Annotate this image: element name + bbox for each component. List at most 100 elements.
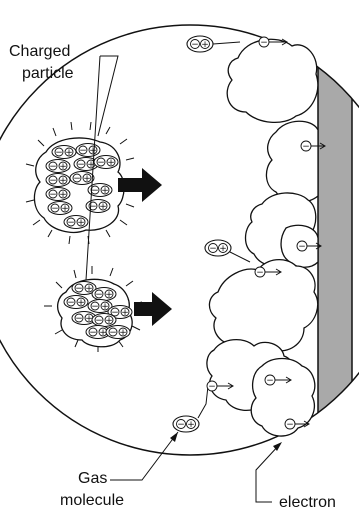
electron: − xyxy=(265,375,275,386)
gas-molecule-label-line1: Gas xyxy=(78,470,107,487)
ion-pair: −+ xyxy=(52,146,76,159)
electron-charge-glyph: − xyxy=(177,420,185,430)
electron-charge: − xyxy=(49,176,57,186)
electron-charge-glyph: − xyxy=(95,316,103,326)
ion-pair: −+ xyxy=(76,144,100,157)
electron-charge-glyph: − xyxy=(97,158,105,168)
ion-charge: + xyxy=(101,186,109,196)
ion-charge: + xyxy=(77,298,85,308)
ion-charge-glyph: + xyxy=(85,284,93,294)
electron-glyph: − xyxy=(302,142,310,152)
electron-charge: − xyxy=(75,314,83,324)
ion-charge-glyph: + xyxy=(219,244,227,254)
ionization-link xyxy=(230,252,250,262)
electron-glyph: − xyxy=(260,38,268,48)
electron-charge: − xyxy=(49,190,57,200)
ion-charge: + xyxy=(61,204,69,214)
ion-charge: + xyxy=(83,174,91,184)
ion-charge-glyph: + xyxy=(101,302,109,312)
ion-pair: −+ xyxy=(92,288,116,301)
deposit-blob xyxy=(266,121,318,202)
electron-charge: − xyxy=(55,148,63,158)
deposit-blob xyxy=(227,39,318,122)
gas-molecule-pointer xyxy=(110,432,178,480)
electron-charge-glyph: − xyxy=(49,190,57,200)
ion-pair: −+ xyxy=(46,174,70,187)
electron-charge: − xyxy=(109,328,117,338)
electron-glyph: − xyxy=(298,242,306,252)
ion-charge: + xyxy=(65,148,73,158)
ionization-link xyxy=(213,42,240,44)
electron-charge: − xyxy=(89,328,97,338)
ion-pair: −+ xyxy=(106,326,130,339)
ion-charge: + xyxy=(89,146,97,156)
ion-charge-glyph: + xyxy=(101,186,109,196)
electron-charge-glyph: − xyxy=(73,174,81,184)
electron-charge-glyph: − xyxy=(91,302,99,312)
ion-charge: + xyxy=(119,328,127,338)
ion-pair: −+ xyxy=(94,156,118,169)
electron-charge-glyph: − xyxy=(95,290,103,300)
electron-glyph: − xyxy=(256,268,264,278)
electron-charge: − xyxy=(209,244,218,255)
ion-charge-glyph: + xyxy=(65,148,73,158)
ion-charge-glyph: + xyxy=(105,316,113,326)
charged-particle-cluster: −+−+−+−+−+−+−+−+−+−+−+−+ xyxy=(26,122,162,244)
ion-charge-glyph: + xyxy=(59,162,67,172)
electron-charge-glyph: − xyxy=(49,176,57,186)
electron-charge-glyph: − xyxy=(67,298,75,308)
electron-pointer xyxy=(256,444,280,502)
electron: − xyxy=(301,141,311,152)
electron-charge-glyph: − xyxy=(209,244,217,254)
electron: − xyxy=(259,37,269,48)
gas-molecule-label-line2: molecule xyxy=(60,492,124,509)
ion-pair: −+ xyxy=(46,160,70,173)
ion-charge-glyph: + xyxy=(77,218,85,228)
ion-charge-glyph: + xyxy=(107,158,115,168)
ion-pair: −+ xyxy=(92,314,116,327)
ion-pair: −+ xyxy=(64,216,88,229)
ion-charge: + xyxy=(59,190,67,200)
ion-charge-glyph: + xyxy=(77,298,85,308)
electron-charge: − xyxy=(67,218,75,228)
gas-molecule: −+ xyxy=(173,416,199,432)
ion-charge: + xyxy=(99,202,107,212)
electron-charge: − xyxy=(91,302,99,312)
electron-charge-glyph: − xyxy=(75,284,83,294)
ion-charge-glyph: + xyxy=(99,202,107,212)
ion-charge-glyph: + xyxy=(119,328,127,338)
electron: − xyxy=(297,241,307,252)
ion-charge: + xyxy=(187,420,196,431)
ion-pair: −+ xyxy=(86,200,110,213)
electron-charge: − xyxy=(79,146,87,156)
ion-charge: + xyxy=(59,176,67,186)
electron-charge-glyph: − xyxy=(67,218,75,228)
ion-charge-glyph: + xyxy=(59,190,67,200)
charged-particle-label-line2: particle xyxy=(22,65,74,82)
electron-glyph: − xyxy=(208,382,216,392)
electron-glyph: − xyxy=(286,420,294,430)
electron-charge: − xyxy=(177,420,186,431)
ion-charge-glyph: + xyxy=(83,174,91,184)
electron: − xyxy=(255,267,265,278)
ion-pair: −+ xyxy=(70,172,94,185)
ion-charge: + xyxy=(59,162,67,172)
wall-surface xyxy=(318,20,352,460)
ion-charge-glyph: + xyxy=(89,146,97,156)
ion-charge-glyph: + xyxy=(121,308,129,318)
ion-pair: −+ xyxy=(64,296,88,309)
electron-charge: − xyxy=(95,316,103,326)
electron-charge: − xyxy=(49,162,57,172)
electron: − xyxy=(207,381,217,392)
electron-charge-glyph: − xyxy=(91,186,99,196)
electron-charge: − xyxy=(67,298,75,308)
electron: − xyxy=(285,419,295,430)
gas-molecule: −+ xyxy=(205,240,231,256)
ion-charge: + xyxy=(77,218,85,228)
electron-charge-glyph: − xyxy=(79,146,87,156)
electron-charge: − xyxy=(51,204,59,214)
ion-charge-glyph: + xyxy=(105,290,113,300)
ion-charge: + xyxy=(107,158,115,168)
ion-charge: + xyxy=(105,316,113,326)
